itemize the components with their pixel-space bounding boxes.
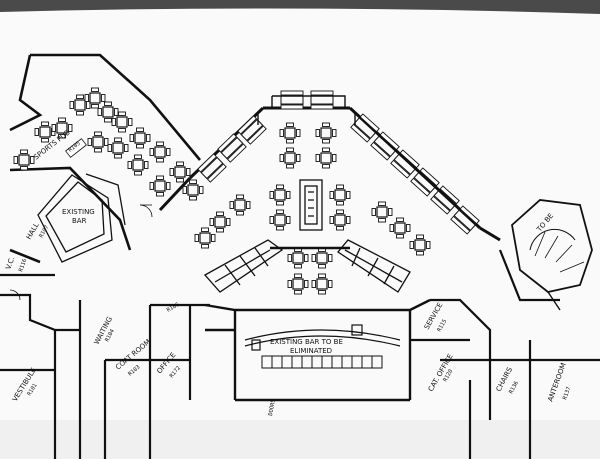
vc-tag: R116: [18, 258, 28, 273]
left-rooms-walls: [0, 273, 210, 459]
hall-tag: R107: [39, 225, 51, 239]
storage-tag: R106: [166, 302, 180, 314]
existing-bar-room: [204, 298, 431, 402]
bar-note: EXISTING BAR TO BE: [270, 338, 343, 346]
existing-bar-label: EXISTING: [62, 208, 95, 216]
anteroom-tag: R137: [562, 386, 572, 401]
right-rooms-walls: [410, 249, 600, 459]
stair-tower: [511, 199, 593, 311]
bar-counter-curve: [244, 324, 401, 351]
serving-counter-left: [203, 239, 284, 293]
existing-bar-label-2: BAR: [72, 217, 87, 225]
cat-office-tag: R120: [443, 369, 455, 383]
bar-equipment: [261, 355, 383, 369]
photo-shadow-top: [0, 0, 600, 14]
left-doors: [9, 204, 153, 301]
chairs-tag: R136: [508, 380, 520, 395]
waiting-tag: R104: [104, 328, 116, 343]
existing-bar-counter: [37, 173, 126, 263]
service-tag: R115: [437, 319, 449, 333]
corner-note: DOORS: [268, 399, 277, 416]
bar-note-2: ELIMINATED: [290, 347, 332, 355]
center-buffet: [299, 179, 323, 231]
